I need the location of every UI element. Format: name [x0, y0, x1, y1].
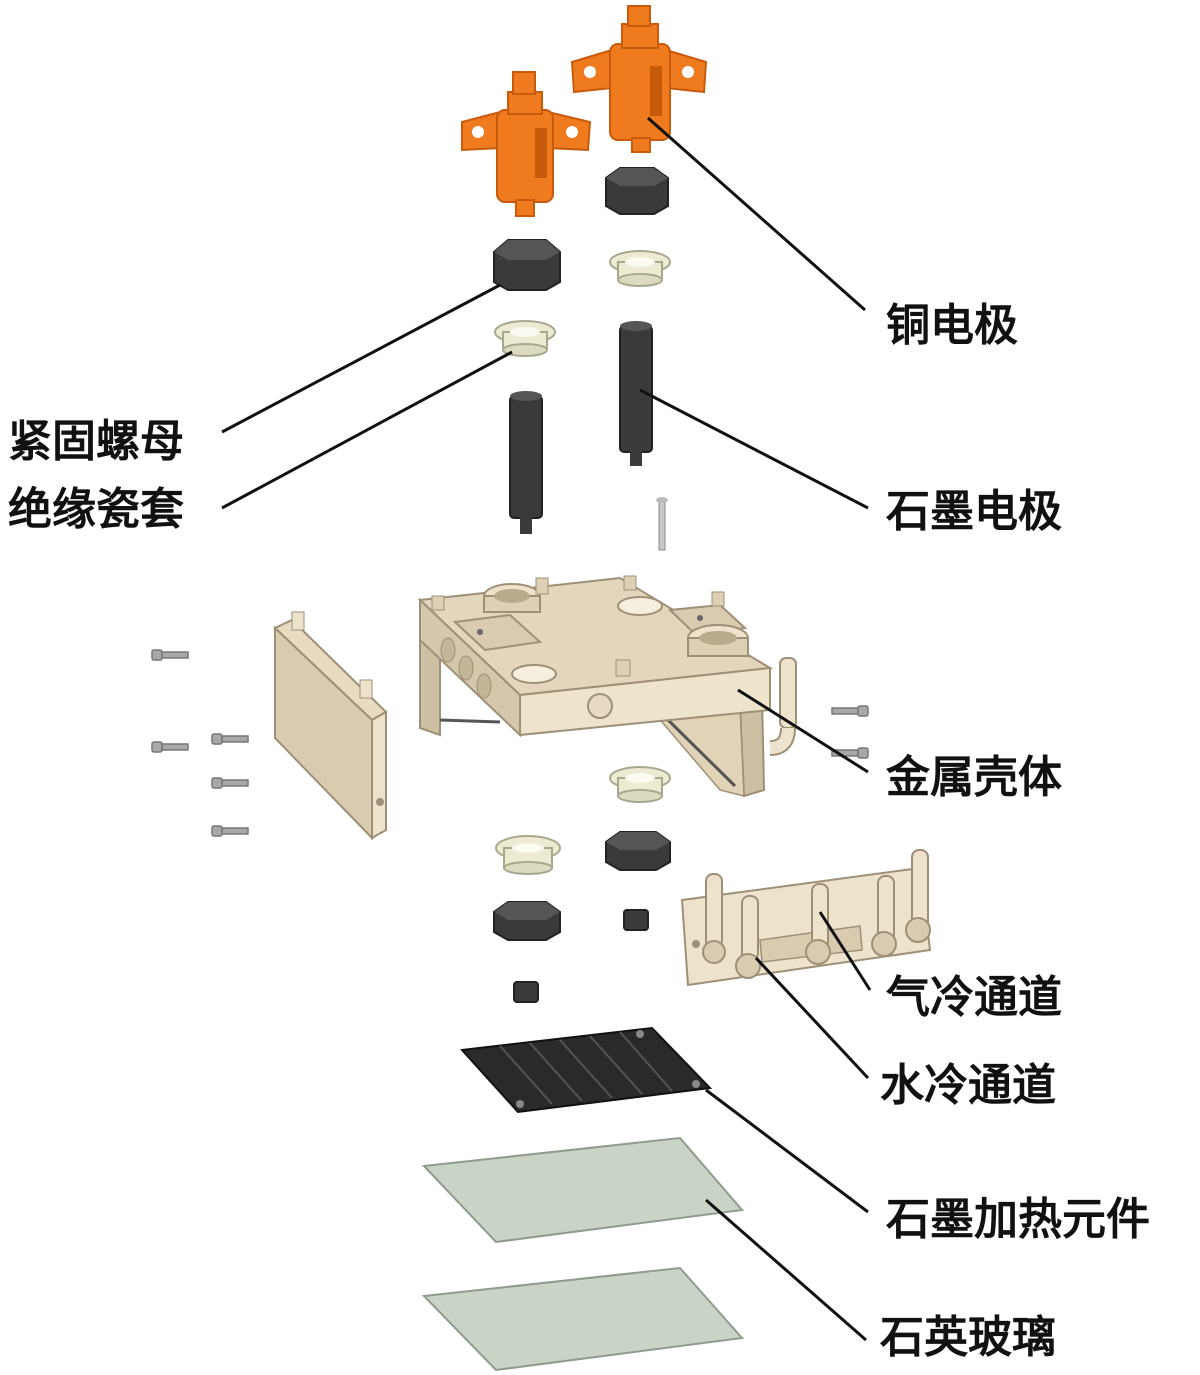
- side-cover-plate: [273, 611, 388, 841]
- ceramic-sleeve-top-right: [609, 250, 671, 287]
- small-nut-right: [623, 909, 649, 931]
- graphite-heating-element: [459, 1026, 713, 1114]
- copper-electrode-left: [461, 71, 592, 217]
- label-ceramic-sleeve: 绝缘瓷套: [8, 484, 184, 535]
- air-pipe-upright: [769, 657, 797, 756]
- screws-left: [151, 649, 249, 837]
- label-water-channel: 水冷通道: [880, 1060, 1056, 1111]
- label-graphite-electrode: 石墨电极: [886, 486, 1062, 537]
- label-copper-electrode: 铜电极: [886, 300, 1018, 351]
- leader-graphite-electrode: [639, 388, 869, 510]
- leader-lines: [221, 116, 872, 1342]
- lock-nut-bottom-right: [605, 831, 671, 871]
- metal-housing: [417, 575, 774, 798]
- cooling-channel-block: [680, 849, 932, 987]
- ceramic-sleeve-bottom-left: [495, 835, 561, 875]
- small-nut-left: [513, 981, 539, 1003]
- leader-lock-nut: [221, 283, 501, 434]
- graphite-electrode-right: [619, 321, 653, 466]
- label-graphite-heater: 石墨加热元件: [886, 1194, 1150, 1245]
- ceramic-sleeve-bottom-right: [609, 766, 671, 803]
- leader-ceramic-sleeve: [221, 350, 513, 510]
- label-lock-nut: 紧固螺母: [8, 416, 184, 467]
- lock-nut-bottom-left: [493, 901, 561, 941]
- lock-nut-top-right: [605, 167, 669, 215]
- ceramic-sleeve-top-left: [494, 320, 556, 357]
- label-air-channel: 气冷通道: [886, 972, 1062, 1023]
- quartz-glass-plate-lower: [421, 1266, 744, 1372]
- leader-metal-housing: [737, 688, 869, 774]
- leader-graphite-heater: [705, 1088, 869, 1214]
- leader-water-channel: [754, 956, 870, 1080]
- label-quartz-glass: 石英玻璃: [880, 1312, 1056, 1363]
- quartz-glass-plate-upper: [421, 1136, 744, 1244]
- locating-pin: [656, 497, 668, 551]
- leader-quartz-glass: [705, 1198, 867, 1342]
- copper-electrode-right: [570, 5, 708, 153]
- leader-copper-electrode: [647, 116, 866, 312]
- label-metal-housing: 金属壳体: [885, 752, 1062, 803]
- screws-right: [831, 705, 869, 759]
- graphite-electrode-left: [509, 391, 543, 534]
- lock-nut-top-left: [493, 239, 561, 291]
- leader-air-channel: [818, 911, 872, 991]
